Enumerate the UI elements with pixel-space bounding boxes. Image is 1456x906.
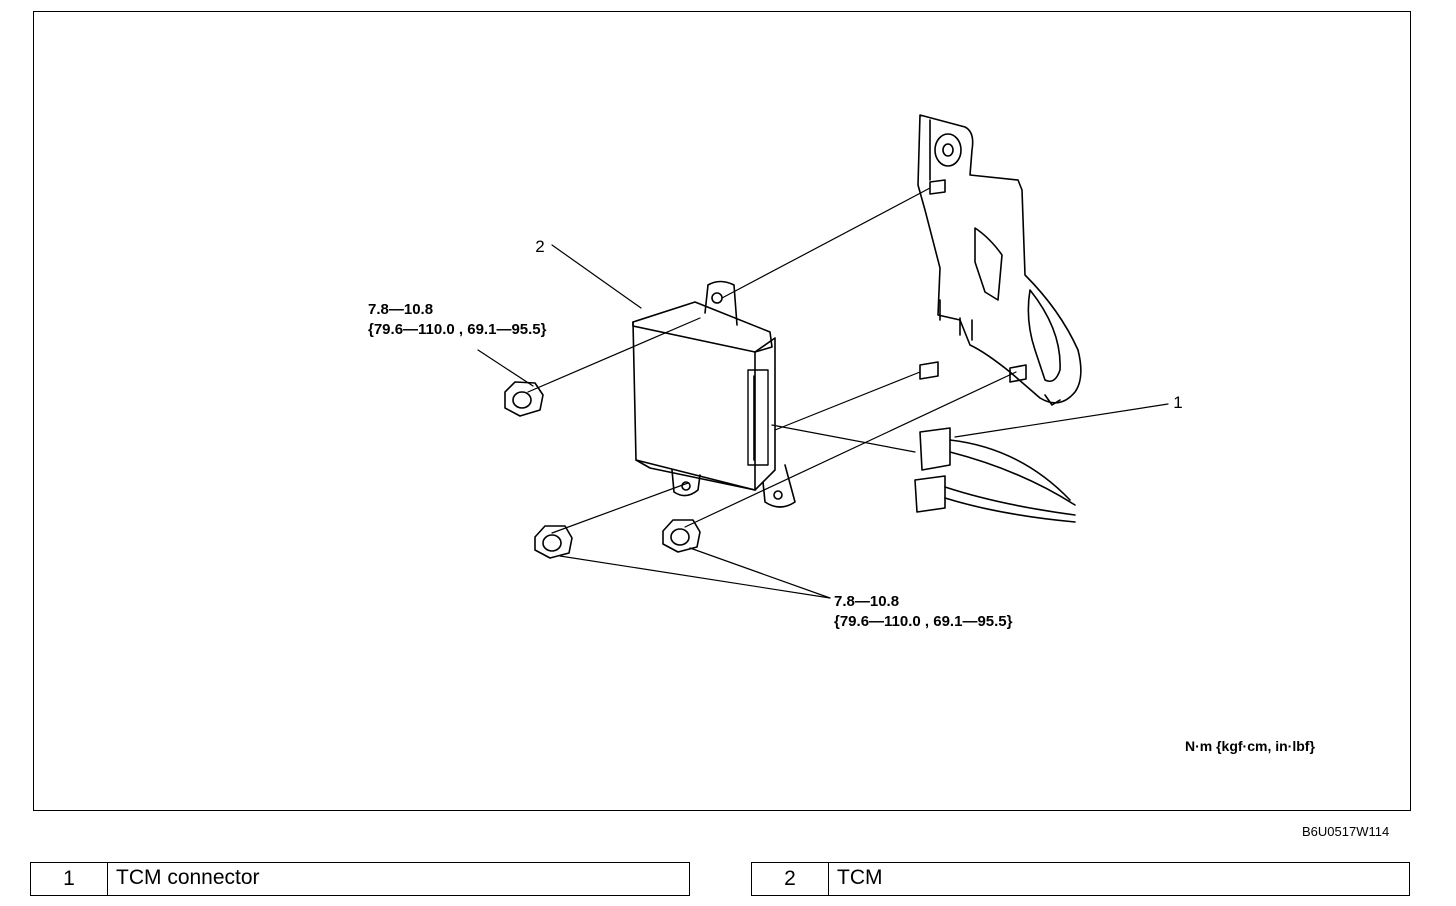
torque-spec-lower-alt: {79.6—110.0 , 69.1—95.5} [834, 613, 1013, 630]
legend-label: TCM [837, 866, 883, 889]
nut-upper [504, 381, 544, 417]
nut-lower-left [534, 525, 573, 559]
callout-1: 1 [1173, 393, 1183, 412]
torque-spec-upper: 7.8—10.8 {79.6—110.0 , 69.1—95.5} [368, 300, 546, 340]
units-note: N·m {kgf·cm, in·lbf} [1185, 738, 1315, 754]
legend-number: 1 [31, 863, 108, 895]
tcm-unit [632, 280, 796, 508]
callout-2: 2 [535, 237, 545, 256]
legend-item-1: 1 TCM connector [30, 862, 690, 896]
tcm-connector-part [914, 427, 1076, 523]
torque-spec-upper-range: 7.8—10.8 [368, 301, 434, 318]
mounting-bracket [917, 114, 1082, 406]
legend-item-2: 2 TCM [751, 862, 1410, 896]
figure-code: B6U0517W114 [1302, 824, 1390, 839]
leader-lines [477, 187, 1169, 599]
nut-lower-right [662, 519, 701, 553]
torque-spec-lower-range: 7.8—10.8 [834, 593, 900, 610]
torque-spec-lower: 7.8—10.8 {79.6—110.0 , 69.1—95.5} [834, 592, 1012, 632]
diagram-frame [33, 11, 1411, 811]
legend-label: TCM connector [116, 866, 260, 889]
legend-number: 2 [752, 863, 829, 895]
torque-spec-upper-alt: {79.6—110.0 , 69.1—95.5} [368, 321, 547, 338]
